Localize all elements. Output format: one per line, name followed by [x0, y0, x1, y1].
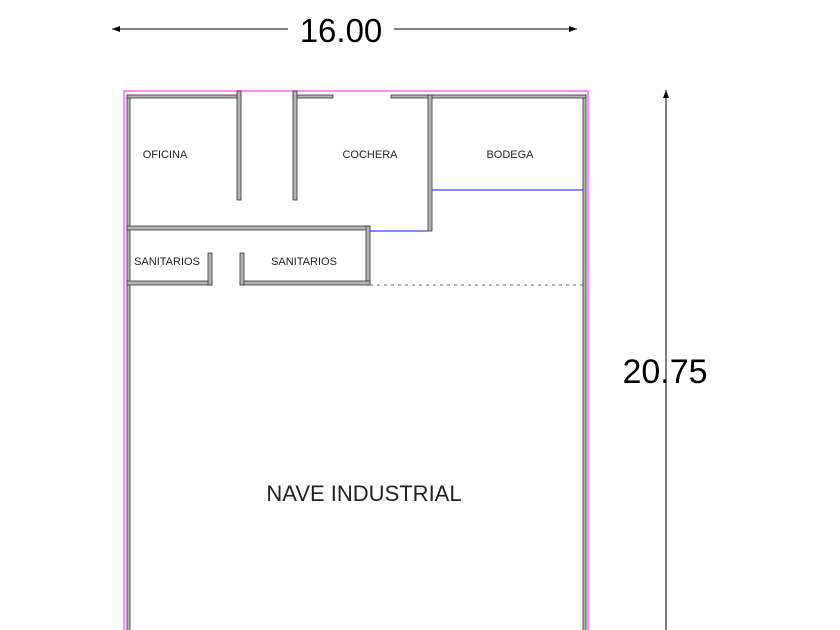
- wall-sanitarios-bottom-1: [126, 280, 213, 286]
- room-oficina: OFICINA: [143, 149, 188, 161]
- room-sanitarios-1: SANITARIOS: [134, 256, 200, 268]
- wall-top-1: [126, 94, 242, 99]
- wall-top-2: [292, 94, 334, 99]
- wall-sanitario-2-left: [239, 252, 245, 286]
- room-sanitarios-2: SANITARIOS: [271, 256, 337, 268]
- wall-top-3: [390, 94, 587, 99]
- property-boundary: [123, 90, 589, 630]
- wall-sanitarios-bottom-2: [239, 280, 371, 286]
- wall-oficina: [236, 90, 242, 201]
- room-nave-industrial: NAVE INDUSTRIAL: [266, 481, 461, 506]
- height-dimension: 20.75: [622, 90, 708, 630]
- room-cochera: COCHERA: [342, 149, 398, 161]
- wall-sanitario-1-right: [207, 252, 213, 286]
- wall-cochera-bodega: [427, 94, 433, 232]
- room-bodega: BODEGA: [486, 149, 534, 161]
- width-dimension: 16.00: [112, 10, 577, 49]
- wall-right: [582, 94, 587, 630]
- wall-left: [126, 94, 131, 630]
- height-label: 20.75: [622, 353, 707, 391]
- width-label: 16.00: [300, 12, 383, 49]
- wall-sanitarios-top: [126, 225, 371, 231]
- wall-sanitarios-right: [365, 225, 371, 286]
- wall-cochera-left: [292, 90, 298, 201]
- walls: [126, 90, 587, 630]
